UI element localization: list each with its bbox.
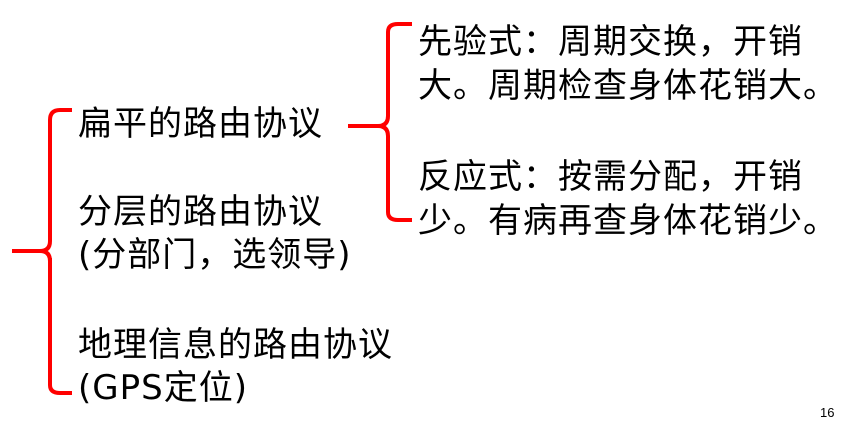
right-bracket-bottom bbox=[377, 124, 412, 222]
reactive-line-1: 反应式：按需分配，开销 bbox=[418, 157, 803, 197]
proactive-line-1: 先验式：周期交换，开销 bbox=[418, 22, 803, 62]
left-bracket-top bbox=[12, 108, 72, 253]
hierarchical-routing-protocol: 分层的路由协议 bbox=[78, 192, 323, 232]
right-bracket-top bbox=[348, 22, 412, 128]
reactive-line-2: 少。有病再查身体花销少。 bbox=[418, 201, 838, 241]
left-bracket-bottom bbox=[48, 258, 72, 395]
proactive-line-2: 大。周期检查身体花销大。 bbox=[418, 66, 838, 106]
hierarchical-routing-note: (分部门，选领导) bbox=[78, 235, 352, 275]
geographic-routing-note: (GPS定位) bbox=[78, 368, 248, 408]
page-number: 16 bbox=[820, 405, 835, 420]
geographic-routing-protocol: 地理信息的路由协议 bbox=[78, 325, 393, 365]
flat-routing-protocol: 扁平的路由协议 bbox=[78, 104, 323, 144]
